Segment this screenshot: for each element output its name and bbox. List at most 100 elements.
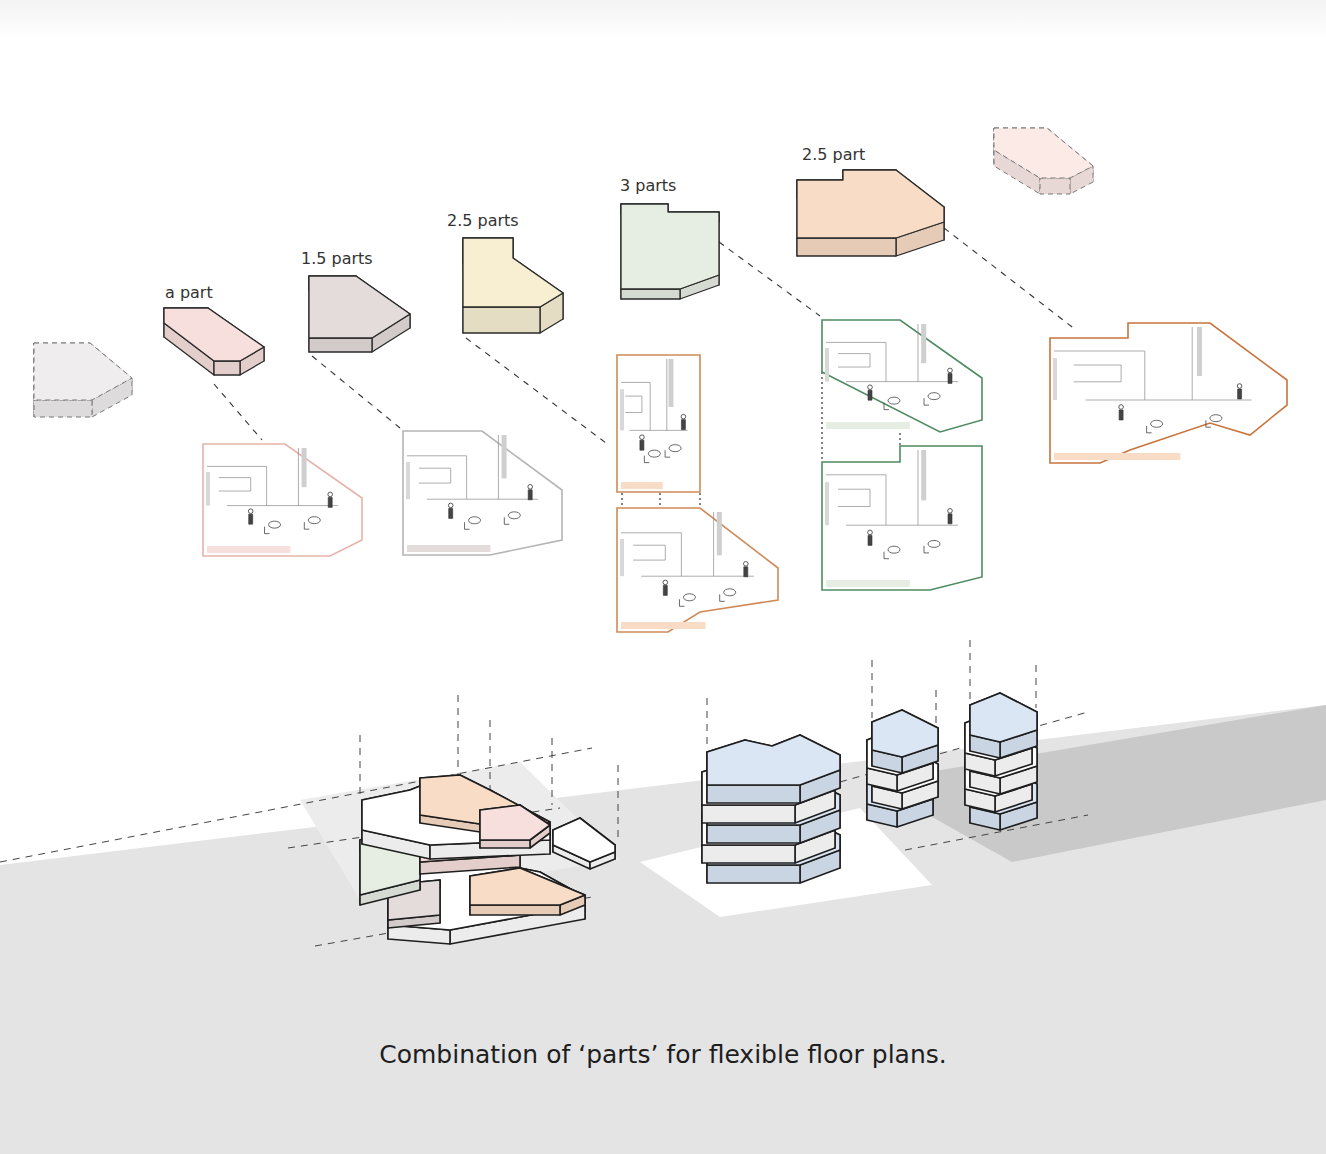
- interior-line: [1074, 365, 1121, 382]
- table: [683, 594, 695, 601]
- table: [308, 517, 320, 524]
- interior-line: [826, 342, 886, 381]
- interior-line: [846, 525, 958, 526]
- interior-line: [918, 324, 919, 382]
- prism: [34, 343, 132, 417]
- chair: [465, 522, 470, 529]
- interior-line: [219, 478, 251, 491]
- prism-side: [702, 845, 795, 863]
- person-head: [1119, 405, 1124, 410]
- interior-line: [298, 448, 299, 506]
- interior-line: [625, 396, 642, 412]
- view-outline: [403, 431, 562, 555]
- interior-view: [403, 431, 562, 555]
- wall-panel: [406, 462, 410, 499]
- interior-line: [826, 475, 886, 525]
- person-head: [1237, 384, 1242, 389]
- chair: [679, 599, 684, 606]
- table: [508, 512, 520, 519]
- prism-top: [621, 204, 719, 289]
- table: [469, 517, 481, 524]
- prism: [707, 735, 840, 803]
- part-label: 3 parts: [620, 176, 727, 195]
- person-head: [681, 414, 686, 419]
- interior-view: [822, 320, 982, 432]
- interior-view: [822, 446, 982, 590]
- prism-top: [707, 735, 840, 785]
- wall-panel: [1197, 327, 1202, 376]
- table: [928, 540, 940, 547]
- guide-lines: [0, 640, 1088, 946]
- person-body: [948, 514, 952, 524]
- person-body: [528, 490, 532, 500]
- floor-strip: [1054, 453, 1180, 460]
- interior-view: [203, 444, 362, 556]
- caption-box: Combination of ‘parts’ for flexible floo…: [0, 1040, 1326, 1069]
- chair: [720, 594, 725, 601]
- part-label: 1.5 parts: [301, 249, 418, 268]
- chair: [884, 552, 889, 559]
- prism: [994, 128, 1093, 194]
- table: [888, 397, 900, 404]
- person-body: [744, 567, 748, 577]
- prism-top: [309, 276, 410, 338]
- prism: [309, 276, 410, 352]
- chair: [1206, 420, 1211, 427]
- prism-side: [707, 865, 800, 883]
- table: [669, 445, 681, 452]
- prism-side: [470, 905, 560, 915]
- interior-line: [918, 450, 919, 525]
- wall-panel: [825, 348, 829, 382]
- person-body: [249, 514, 253, 524]
- person-body: [681, 420, 685, 430]
- prism-side: [309, 338, 372, 352]
- interior-line: [641, 576, 754, 577]
- chair: [924, 546, 929, 553]
- prism: [970, 693, 1037, 758]
- prism: [164, 308, 264, 375]
- wall-panel: [620, 539, 624, 576]
- interior-view: [1050, 323, 1287, 463]
- prism: [480, 805, 550, 848]
- table: [269, 521, 281, 528]
- floor-strip: [826, 422, 910, 429]
- person-head: [328, 492, 333, 497]
- prism: [621, 204, 719, 299]
- chair: [884, 403, 889, 410]
- prism-side: [702, 805, 795, 823]
- interior-line: [633, 545, 665, 560]
- table: [724, 589, 736, 596]
- prism-side: [707, 825, 800, 843]
- prism-side: [1040, 178, 1070, 194]
- prism-side: [707, 785, 800, 803]
- person-head: [868, 530, 873, 535]
- interior-line: [621, 533, 681, 576]
- person-head: [744, 562, 749, 567]
- prism-top: [34, 343, 132, 400]
- person-body: [948, 373, 952, 383]
- person-head: [448, 503, 453, 508]
- interior-line: [427, 499, 538, 500]
- view-outline: [1050, 323, 1287, 463]
- table: [1151, 420, 1163, 427]
- prism-top: [480, 805, 550, 840]
- person-body: [328, 497, 332, 507]
- person-body: [640, 440, 644, 450]
- wall-panel: [302, 448, 307, 487]
- view-outline: [822, 320, 982, 432]
- view-outline: [822, 446, 982, 590]
- interior-line: [666, 359, 667, 430]
- view-outline: [203, 444, 362, 556]
- chair: [1147, 426, 1152, 433]
- prism-side: [480, 840, 530, 848]
- table: [648, 450, 660, 457]
- wall-panel: [921, 324, 926, 363]
- prism: [872, 710, 938, 773]
- person-head: [868, 385, 873, 390]
- person-body: [1238, 389, 1242, 399]
- interior-line: [1054, 351, 1145, 400]
- prism: [553, 818, 615, 869]
